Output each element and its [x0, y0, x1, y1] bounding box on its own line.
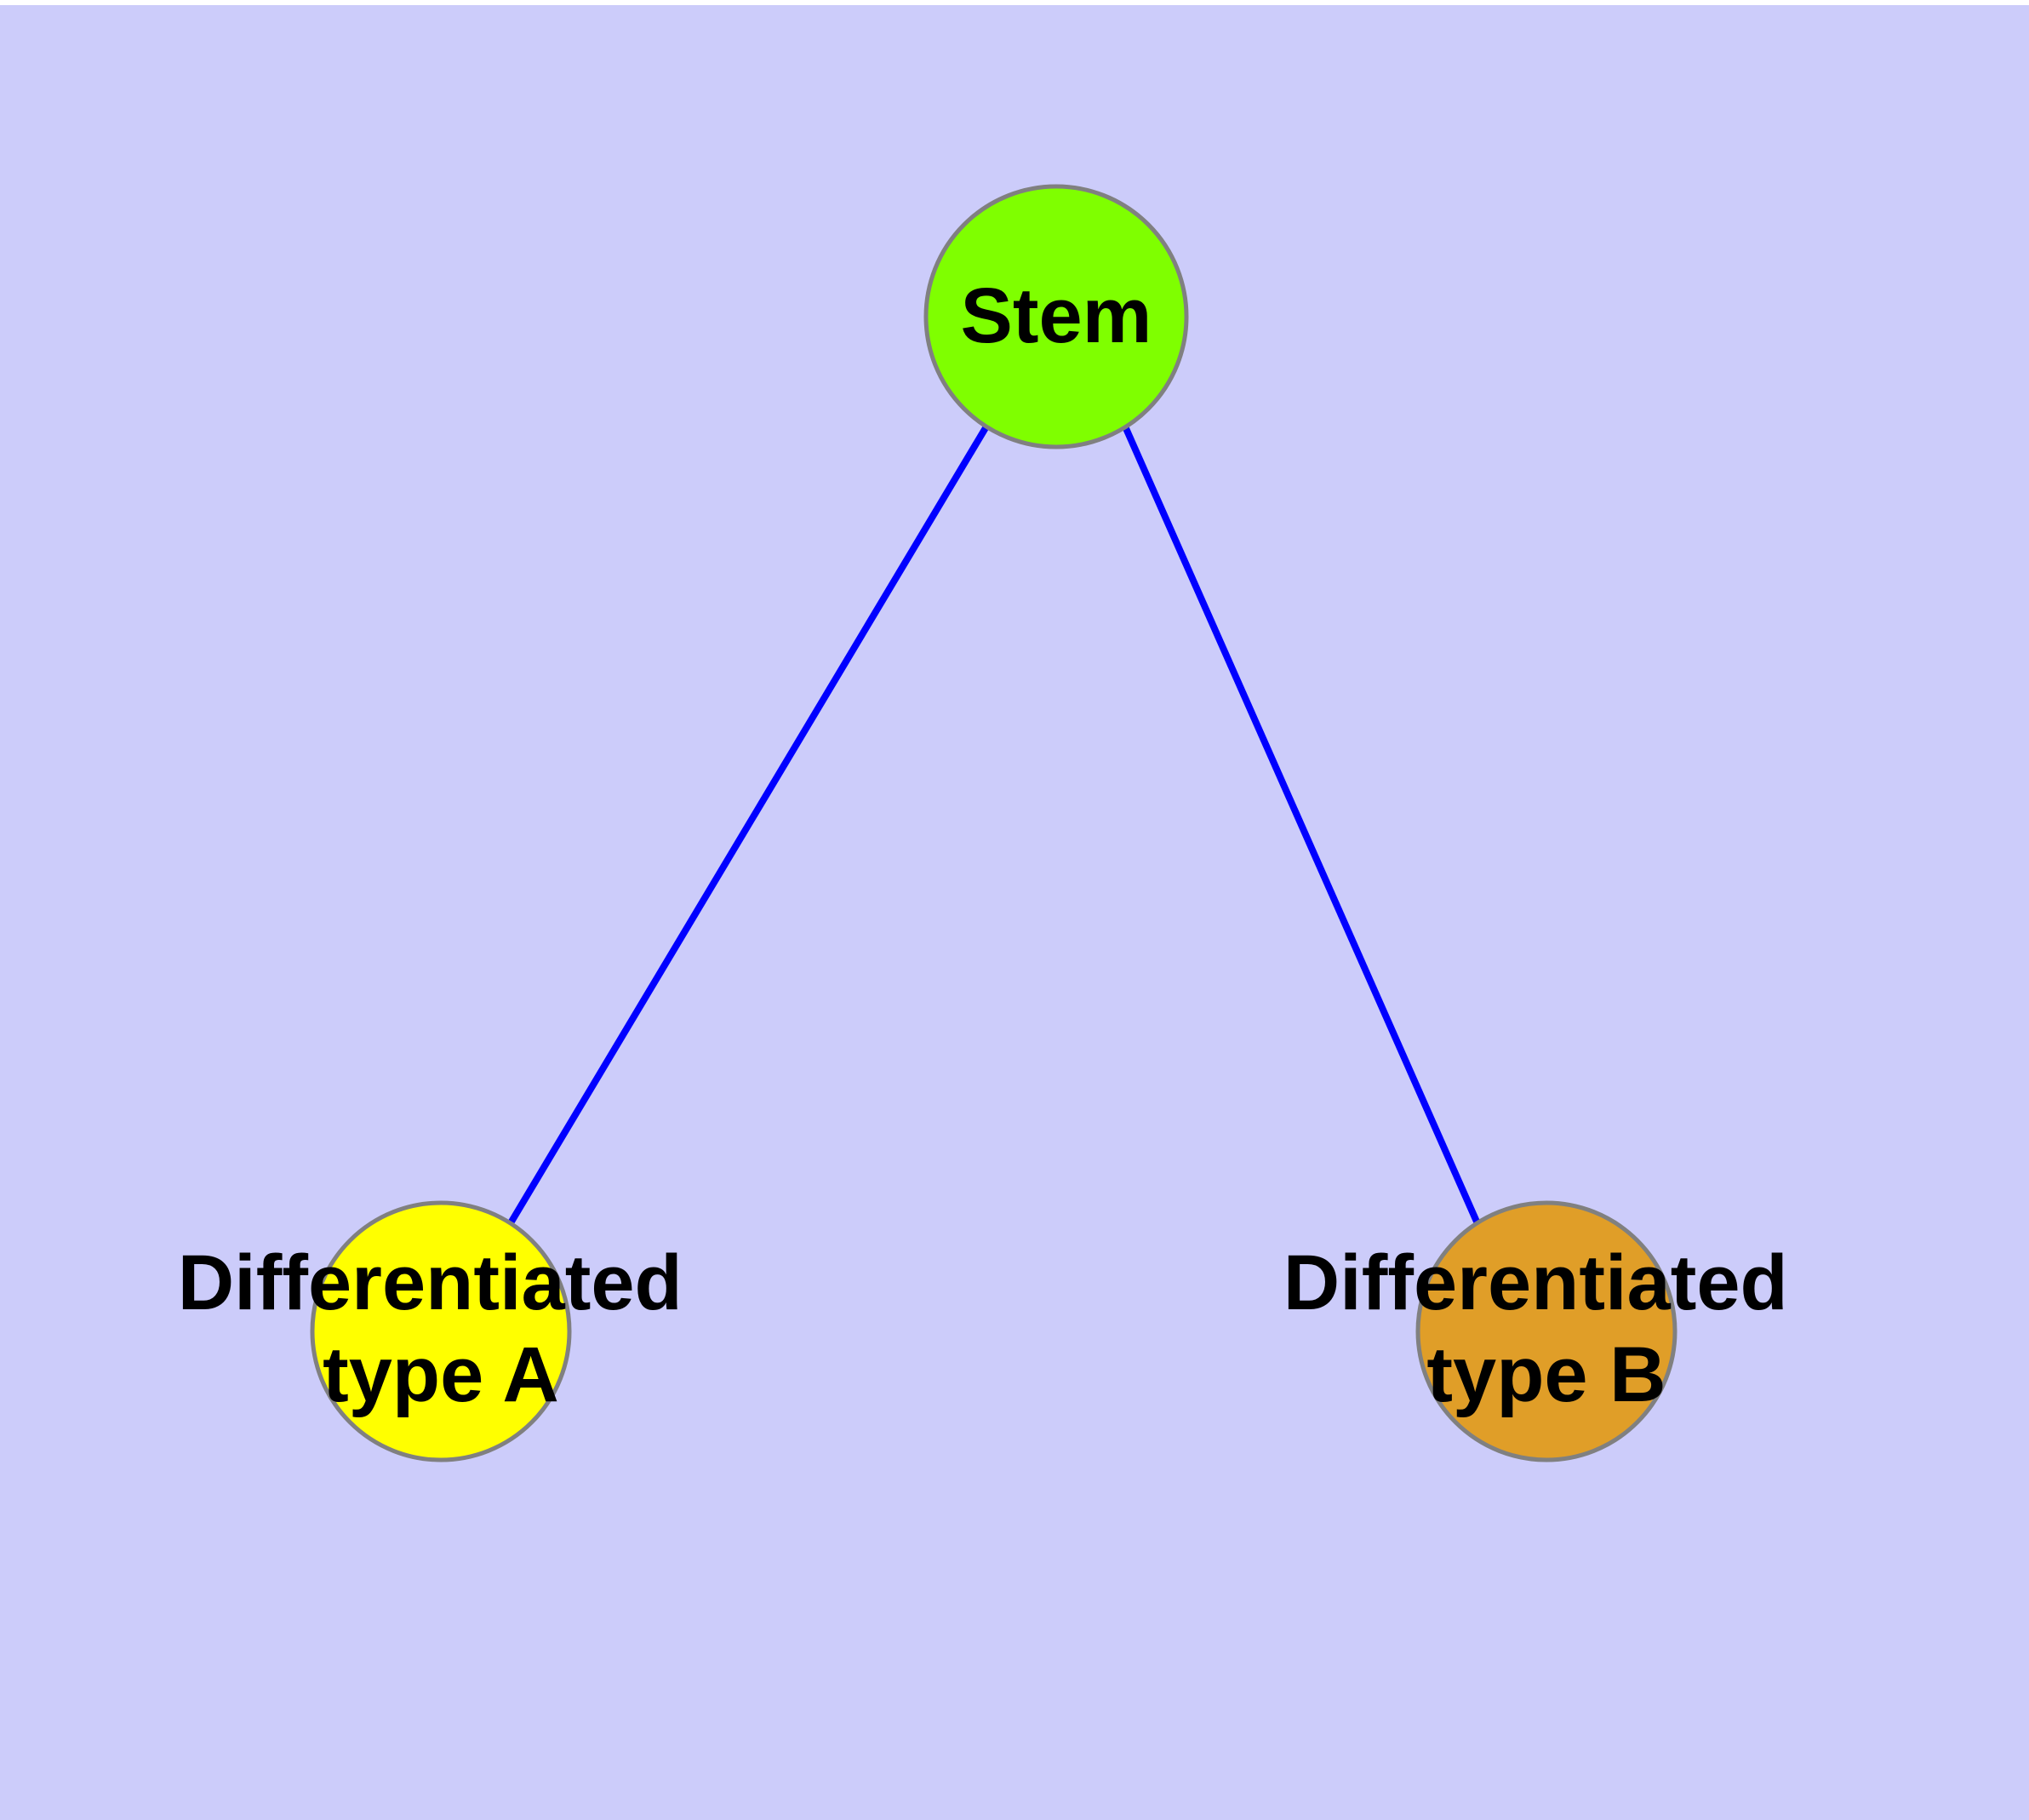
node-differentiated-type-a-label-line-2: type A [323, 1331, 559, 1418]
node-stem-label: Stem [961, 272, 1152, 359]
node-differentiated-type-b[interactable]: Differentiated type B [1283, 1200, 1810, 1462]
node-differentiated-type-a[interactable]: Differentiated type A [178, 1200, 705, 1462]
edges-layer [508, 424, 1480, 1224]
node-differentiated-type-b-label: Differentiated type B [1283, 1239, 1810, 1418]
edge-stem-to-differentiated-type-b [1122, 425, 1480, 1223]
node-differentiated-type-b-circle[interactable] [1415, 1200, 1677, 1462]
node-differentiated-type-a-label: Differentiated type A [178, 1239, 705, 1418]
node-differentiated-type-a-circle[interactable] [310, 1200, 572, 1462]
node-stem[interactable]: Stem [923, 184, 1189, 449]
node-stem-circle[interactable] [923, 184, 1189, 449]
node-differentiated-type-b-label-line-2: type B [1426, 1331, 1666, 1418]
node-stem-label-line-1: Stem [961, 272, 1152, 359]
node-differentiated-type-a-label-line-1: Differentiated [178, 1239, 683, 1326]
nodes-layer: Stem Differentiated type A Differentiate… [178, 184, 1810, 1462]
edge-stem-to-differentiated-type-a [508, 424, 990, 1224]
node-differentiated-type-b-label-line-1: Differentiated [1283, 1239, 1788, 1326]
